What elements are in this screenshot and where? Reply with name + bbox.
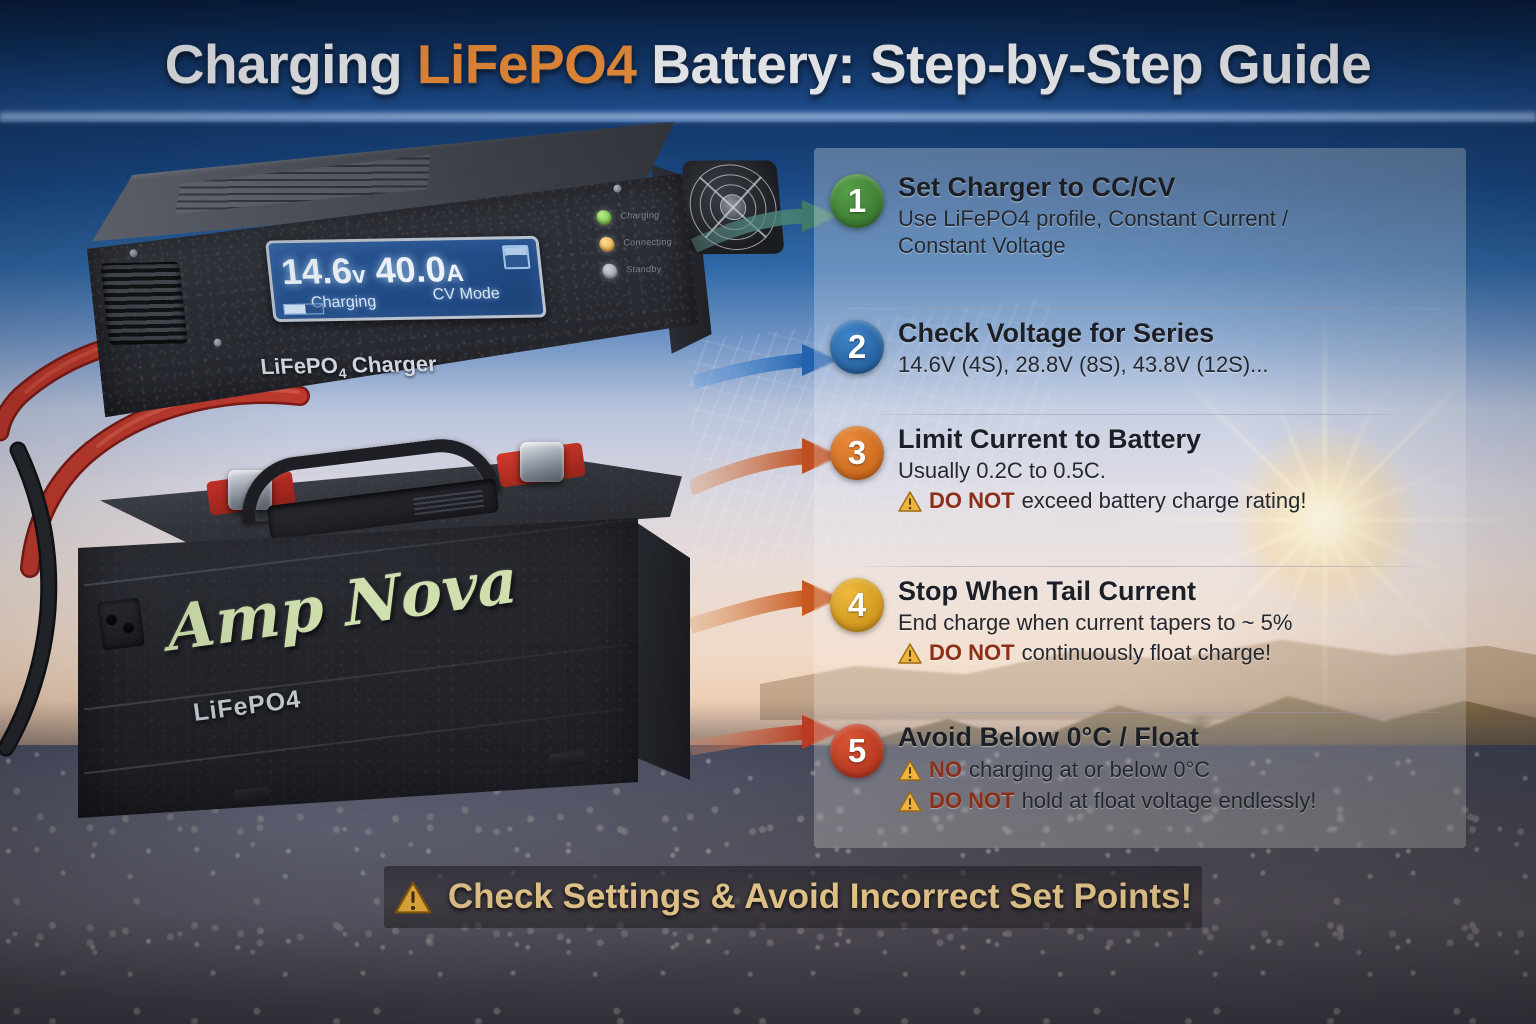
battery-recess-vents bbox=[412, 486, 485, 516]
warning-rest-5-2: hold at float voltage endlessly! bbox=[1021, 788, 1317, 814]
step-desc-3: Usually 0.2C to 0.5C. bbox=[898, 457, 1106, 483]
lcd-voltage-value: 14.6 bbox=[279, 250, 354, 293]
warning-emphasis-5-1: NO bbox=[929, 756, 962, 782]
battery-level-icon bbox=[501, 244, 531, 270]
battery-terminal-positive bbox=[520, 442, 564, 482]
step-badge-2: 2 bbox=[830, 320, 884, 374]
title-band bbox=[0, 0, 1536, 122]
warning-emphasis-5-2: DO NOT bbox=[929, 788, 1015, 814]
battery-terminal-negative bbox=[228, 470, 272, 510]
warning-rest-5-1: charging at or below 0°C bbox=[969, 756, 1211, 782]
step-title-2: Check Voltage for Series bbox=[898, 318, 1215, 348]
step-body-2: Check Voltage for Series 14.6V (4S), 28.… bbox=[898, 318, 1450, 378]
step-item-3[interactable]: 3 Limit Current to Battery Usually 0.2C … bbox=[830, 424, 1450, 516]
step-number-3: 3 bbox=[847, 434, 867, 471]
charger-label-suffix: Charger bbox=[344, 351, 438, 378]
step-number-1: 1 bbox=[847, 182, 867, 219]
step-desc-1: Use LiFePO4 profile, Constant Current / … bbox=[898, 205, 1450, 260]
step-divider bbox=[844, 712, 1440, 713]
step-badge-3: 3 bbox=[830, 426, 884, 480]
lcd-current-value: 40.0 bbox=[373, 248, 448, 291]
step-body-1: Set Charger to CC/CV Use LiFePO4 profile… bbox=[898, 172, 1450, 259]
step-item-4[interactable]: 4 Stop When Tail Current End charge when… bbox=[830, 576, 1450, 668]
step-number-4: 4 bbox=[847, 586, 867, 623]
step-desc-2: 14.6V (4S), 28.8V (8S), 43.8V (12S)... bbox=[898, 351, 1269, 377]
step-number-2: 2 bbox=[847, 328, 867, 365]
lifepo4-battery: Amp Nova LiFePO4 bbox=[58, 432, 698, 860]
step-badge-1: 1 bbox=[830, 174, 884, 228]
step-item-1[interactable]: 1 Set Charger to CC/CV Use LiFePO4 profi… bbox=[830, 172, 1450, 259]
warning-triangle-icon bbox=[898, 643, 922, 664]
warning-line-5-1: NO charging at or below 0°C bbox=[898, 756, 1450, 785]
led-green-icon bbox=[595, 209, 613, 226]
led-gray-label: Standby bbox=[625, 263, 662, 275]
led-green-label: Charging bbox=[619, 209, 660, 221]
lcd-progress-bar bbox=[282, 303, 325, 315]
step-badge-4: 4 bbox=[830, 578, 884, 632]
led-gray-icon bbox=[601, 263, 619, 279]
charger-lcd-display: 14.6v 40.0A Charging CV Mode bbox=[264, 235, 547, 323]
vent-hole bbox=[104, 612, 119, 626]
step-title-1: Set Charger to CC/CV bbox=[898, 172, 1176, 202]
title-before: Charging bbox=[164, 33, 417, 95]
title-highlight: LiFePO4 bbox=[416, 33, 637, 95]
warning-line-3-1: DO NOT exceed battery charge rating! bbox=[898, 487, 1450, 516]
warning-triangle-icon bbox=[898, 491, 922, 512]
step-number-5: 5 bbox=[847, 732, 867, 769]
step-title-4: Stop When Tail Current bbox=[898, 576, 1196, 606]
lcd-mode-text: CV Mode bbox=[431, 285, 501, 304]
step-badge-5: 5 bbox=[830, 724, 884, 778]
warning-rest-3-1: exceed battery charge rating! bbox=[1021, 488, 1307, 514]
battery-vent-port bbox=[97, 597, 145, 651]
led-amber-label: Connecting bbox=[622, 236, 673, 248]
warning-line-5-2: DO NOT hold at float voltage endlessly! bbox=[898, 787, 1450, 816]
warning-line-4-1: DO NOT continuously float charge! bbox=[898, 639, 1450, 668]
warning-triangle-icon bbox=[394, 880, 432, 914]
title-sheen bbox=[0, 110, 1536, 124]
step-desc-text-1: Use LiFePO4 profile, Constant Current / … bbox=[898, 205, 1289, 259]
battery-texture bbox=[78, 518, 638, 818]
warning-rest-4-1: continuously float charge! bbox=[1021, 640, 1272, 666]
step-body-3: Limit Current to Battery Usually 0.2C to… bbox=[898, 424, 1450, 516]
step-body-4: Stop When Tail Current End charge when c… bbox=[898, 576, 1450, 668]
step-desc-4: End charge when current tapers to ~ 5% bbox=[898, 609, 1293, 635]
step-divider bbox=[844, 566, 1440, 567]
warning-triangle-icon bbox=[898, 791, 922, 812]
charger-brand-label: LiFePO4 Charger bbox=[259, 351, 438, 382]
vent-hole bbox=[121, 620, 136, 634]
step-body-5: Avoid Below 0°C / Float NO charging at o… bbox=[898, 722, 1450, 816]
battery-front-panel bbox=[78, 518, 638, 818]
warning-triangle-icon bbox=[898, 759, 922, 781]
step-divider bbox=[844, 308, 1440, 309]
lcd-voltage-unit: v bbox=[350, 261, 368, 289]
charger-label-text: LiFePO bbox=[259, 352, 340, 380]
page-title: Charging LiFePO4 Battery: Step-by-Step G… bbox=[0, 32, 1536, 96]
steps-panel: 1 Set Charger to CC/CV Use LiFePO4 profi… bbox=[814, 148, 1466, 848]
panel-background bbox=[814, 148, 1466, 848]
warning-emphasis-4-1: DO NOT bbox=[929, 640, 1015, 666]
title-after: Battery: Step-by-Step Guide bbox=[636, 33, 1372, 95]
bottom-warning-banner: Check Settings & Avoid Incorrect Set Poi… bbox=[384, 866, 1202, 928]
banner-text: Check Settings & Avoid Incorrect Set Poi… bbox=[447, 877, 1193, 916]
step-title-3: Limit Current to Battery bbox=[898, 424, 1202, 454]
step-divider bbox=[844, 414, 1440, 415]
warning-emphasis-3-1: DO NOT bbox=[929, 488, 1015, 514]
charger-intake-vent bbox=[100, 261, 188, 345]
led-amber-icon bbox=[598, 236, 616, 252]
step-title-5: Avoid Below 0°C / Float bbox=[898, 722, 1199, 752]
step-item-5[interactable]: 5 Avoid Below 0°C / Float NO charging at… bbox=[830, 722, 1450, 816]
lcd-current-unit: A bbox=[444, 260, 466, 288]
step-item-2[interactable]: 2 Check Voltage for Series 14.6V (4S), 2… bbox=[830, 318, 1450, 378]
